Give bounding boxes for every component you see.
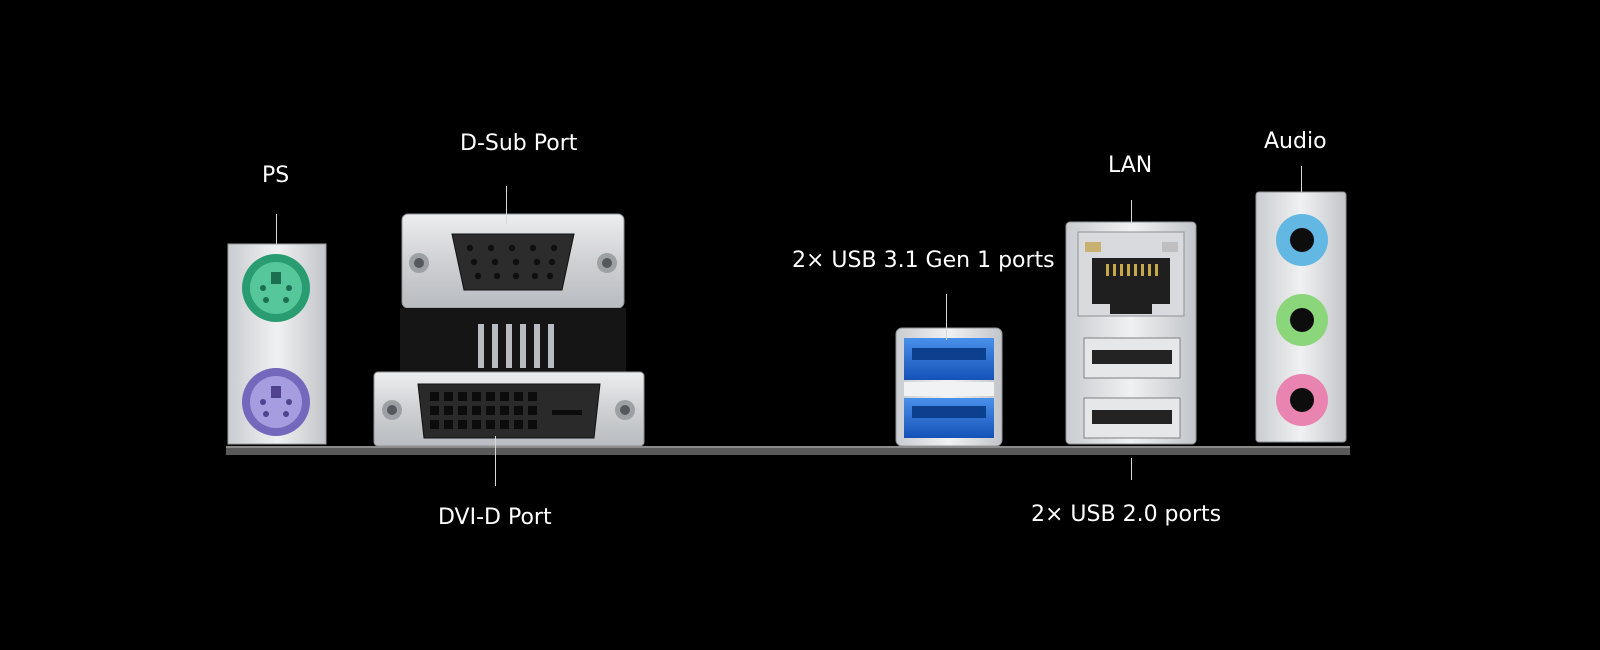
ps-leader-line: [276, 214, 277, 246]
dvi-port-icon: [373, 371, 645, 447]
ps2-port-icon: [227, 243, 327, 445]
dvi-label: DVI-D Port: [438, 505, 552, 530]
audio-leader-line: [1301, 166, 1302, 192]
lan-leader-line: [1131, 200, 1132, 224]
usb20-leader-line: [1131, 458, 1132, 480]
audio-jack-icon: [1255, 191, 1347, 443]
audio-label: Audio: [1264, 129, 1327, 154]
dsub-leader-line: [506, 186, 507, 224]
board-edge: [226, 446, 1350, 455]
vga-port-icon: [400, 213, 626, 372]
lan-label: LAN: [1108, 153, 1153, 178]
usb20-label: 2× USB 2.0 ports: [1031, 502, 1222, 527]
usb31-leader-line: [946, 294, 947, 340]
usb31-label: 2× USB 3.1 Gen 1 ports: [792, 248, 1055, 273]
dvi-leader-line: [495, 436, 496, 486]
ps-label: PS: [262, 163, 290, 188]
rj45-port-icon: [1065, 221, 1197, 445]
usb-port-icon: [895, 327, 1003, 447]
dsub-label: D-Sub Port: [460, 131, 578, 156]
